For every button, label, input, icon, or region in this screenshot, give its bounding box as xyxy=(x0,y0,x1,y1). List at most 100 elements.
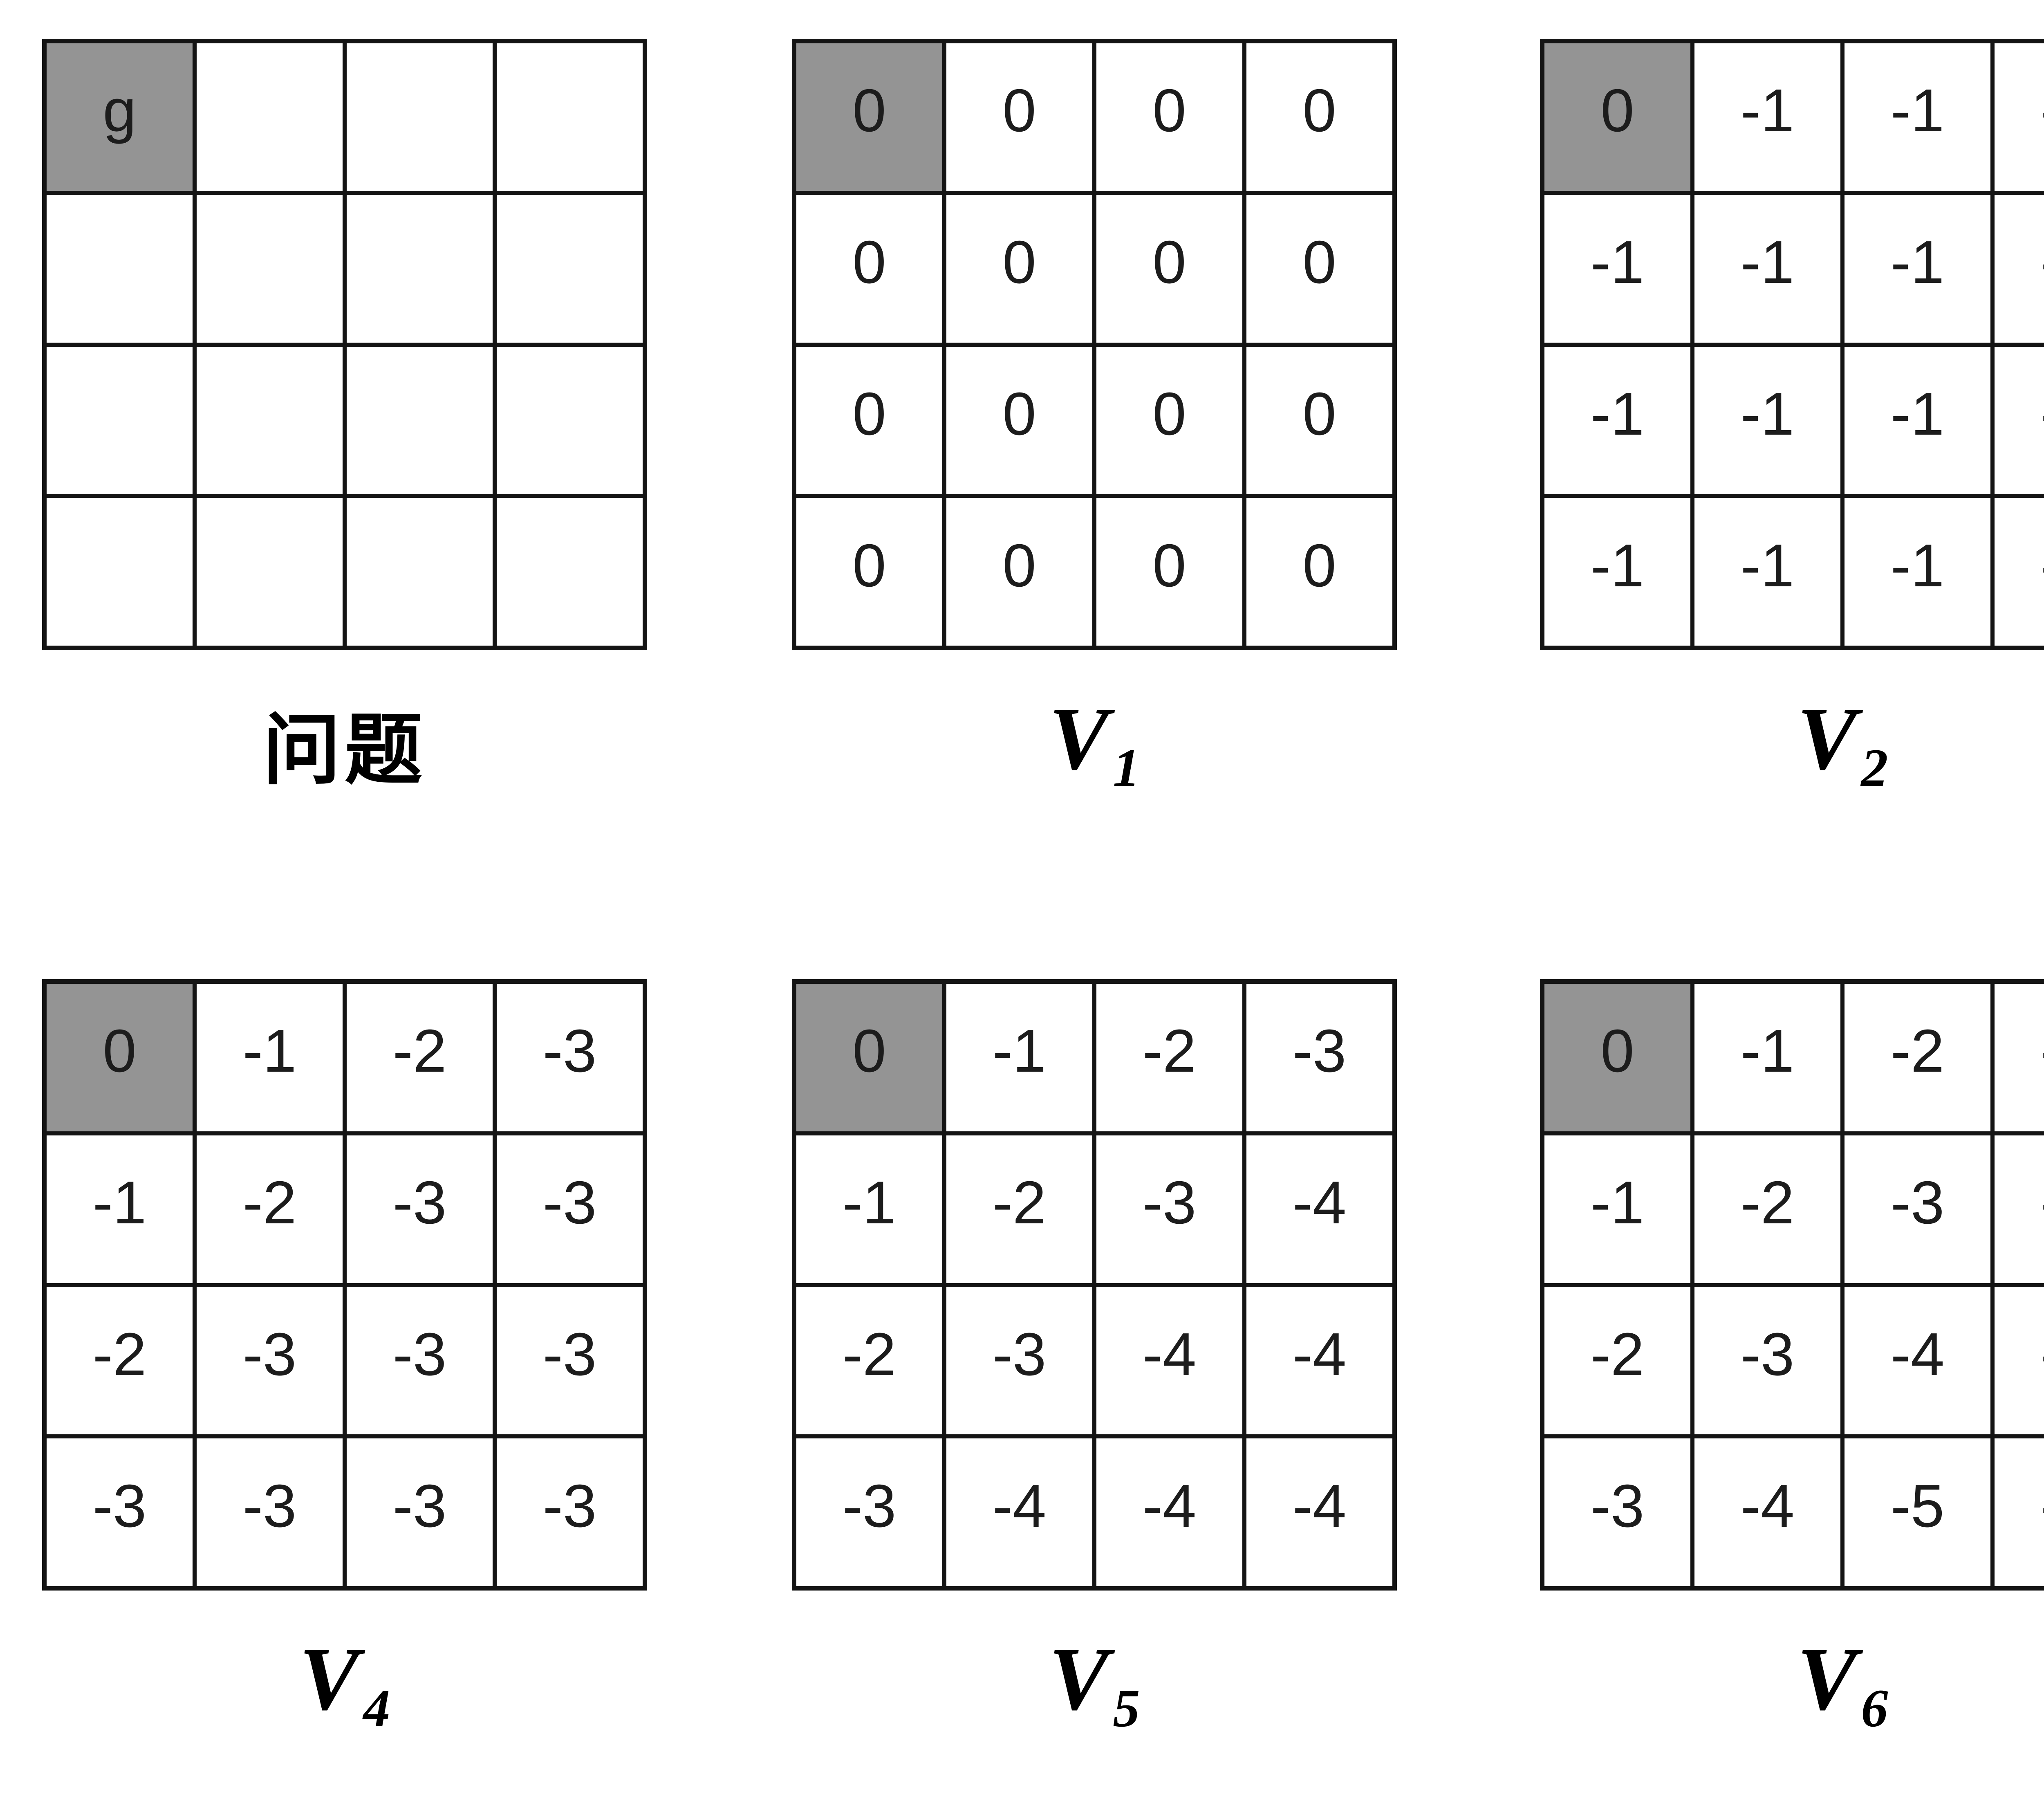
grid-cell: -3 xyxy=(195,1436,345,1588)
grid-cell: -4 xyxy=(1244,1436,1394,1588)
grid-cell: 0 xyxy=(1244,193,1394,345)
grid-cell xyxy=(195,193,345,345)
grid-cell: -5 xyxy=(1842,1436,1992,1588)
grid-cell: -1 xyxy=(1542,344,1692,496)
grid-cell: -2 xyxy=(1094,982,1244,1133)
grid-cell xyxy=(495,344,645,496)
grid-panel-v2: 0-1-1-1-1-1-1-1-1-1-1-1-1-1-1-1V2 xyxy=(1540,39,2044,857)
grid-cell xyxy=(45,344,195,496)
grid-cell: -4 xyxy=(1094,1285,1244,1437)
grid-cell: 0 xyxy=(1094,344,1244,496)
goal-cell: 0 xyxy=(45,982,195,1133)
grid-cell: -1 xyxy=(195,982,345,1133)
iteration-label: V2 xyxy=(1540,687,2044,798)
grid-cell: -1 xyxy=(45,1133,195,1285)
grid-cell xyxy=(495,193,645,345)
grid-cell: 0 xyxy=(944,41,1094,193)
grid-cell: -3 xyxy=(1992,982,2044,1133)
grid-cell: -3 xyxy=(345,1285,495,1437)
grid-cell: 0 xyxy=(1244,496,1394,648)
goal-cell: 0 xyxy=(1542,982,1692,1133)
iteration-label-base: V6 xyxy=(1797,1629,1888,1738)
value-grid: 0-1-1-1-1-1-1-1-1-1-1-1-1-1-1-1 xyxy=(1540,39,2044,650)
grid-cell: -3 xyxy=(45,1436,195,1588)
grid-cell: -4 xyxy=(1842,1285,1992,1437)
value-grid: 0-1-2-3-1-2-3-4-2-3-4-4-3-4-4-4 xyxy=(792,979,1397,1591)
grid-cell: -2 xyxy=(45,1285,195,1437)
grid-cell: -1 xyxy=(1692,344,1842,496)
iteration-label-v: V xyxy=(1049,689,1109,788)
grid-cell: -5 xyxy=(1992,1436,2044,1588)
grid-cell: -3 xyxy=(1094,1133,1244,1285)
grid-cell: 0 xyxy=(794,344,944,496)
grid-cell: -3 xyxy=(495,1133,645,1285)
iteration-label-base: V2 xyxy=(1797,689,1888,798)
grid-cell: -2 xyxy=(944,1133,1094,1285)
goal-cell: g xyxy=(45,41,195,193)
grid-cell: -3 xyxy=(794,1436,944,1588)
grid-cell xyxy=(195,496,345,648)
iteration-label-base: V5 xyxy=(1049,1629,1140,1738)
grid-cell xyxy=(195,344,345,496)
grid-cell: 0 xyxy=(1094,496,1244,648)
grid-cell: -3 xyxy=(495,982,645,1133)
grid-cell: -1 xyxy=(1542,193,1692,345)
iteration-label-v: V xyxy=(1797,1629,1857,1729)
grid-cell: -1 xyxy=(1992,193,2044,345)
goal-cell: 0 xyxy=(794,41,944,193)
grid-cell: 0 xyxy=(1094,193,1244,345)
grid-cell xyxy=(345,496,495,648)
grid-cell: 0 xyxy=(1244,41,1394,193)
grid-cell: 0 xyxy=(1094,41,1244,193)
grid-cell: -4 xyxy=(1244,1133,1394,1285)
grid-cell: -1 xyxy=(944,982,1094,1133)
grid-cell xyxy=(345,344,495,496)
grid-cell: -1 xyxy=(1692,496,1842,648)
iteration-label-subscript: 4 xyxy=(363,1678,390,1738)
value-grid: 0-1-2-3-1-2-3-4-2-3-4-5-3-4-5-5 xyxy=(1540,979,2044,1591)
grid-cell: -2 xyxy=(195,1133,345,1285)
grid-cell: -1 xyxy=(1842,41,1992,193)
grid-cell: -3 xyxy=(195,1285,345,1437)
grid-panel-v6: 0-1-2-3-1-2-3-4-2-3-4-5-3-4-5-5V6 xyxy=(1540,979,2044,1797)
grid-cell: -3 xyxy=(1692,1285,1842,1437)
iteration-label: V4 xyxy=(42,1627,647,1738)
grid-cell: -1 xyxy=(1992,344,2044,496)
grid-cell: -4 xyxy=(1692,1436,1842,1588)
grid-cell: 0 xyxy=(794,193,944,345)
goal-cell: 0 xyxy=(1542,41,1692,193)
grid-cell: -1 xyxy=(1542,1133,1692,1285)
grid-cell: 0 xyxy=(944,344,1094,496)
grid-cell: -1 xyxy=(1692,982,1842,1133)
iteration-label: V1 xyxy=(792,687,1397,798)
grid-cell: -1 xyxy=(1542,496,1692,648)
grid-cell xyxy=(495,496,645,648)
grid-cell: -3 xyxy=(1842,1133,1992,1285)
grid-cell: -1 xyxy=(1992,496,2044,648)
value-grid: g xyxy=(42,39,647,650)
problem-label-text: 问题 xyxy=(262,708,426,794)
grid-cell: -4 xyxy=(1094,1436,1244,1588)
grid-panel-problem: g 问题 xyxy=(42,39,647,857)
grid-cell: -1 xyxy=(1842,344,1992,496)
iteration-label-subscript: 1 xyxy=(1113,738,1140,798)
grid-cell: -3 xyxy=(345,1436,495,1588)
grid-cell xyxy=(345,41,495,193)
grid-cell: -3 xyxy=(495,1436,645,1588)
iteration-label-subscript: 2 xyxy=(1861,738,1888,798)
grid-cell: 0 xyxy=(794,496,944,648)
grid-cell: -3 xyxy=(345,1133,495,1285)
grid-cell xyxy=(495,41,645,193)
grid-cell xyxy=(345,193,495,345)
iteration-label: V5 xyxy=(792,1627,1397,1738)
grid-cell: -4 xyxy=(944,1436,1094,1588)
grid-cell: -2 xyxy=(794,1285,944,1437)
grid-cell: -1 xyxy=(1842,496,1992,648)
grid-cell: 0 xyxy=(944,193,1094,345)
iteration-label-v: V xyxy=(299,1629,359,1729)
grid-cell: -3 xyxy=(495,1285,645,1437)
